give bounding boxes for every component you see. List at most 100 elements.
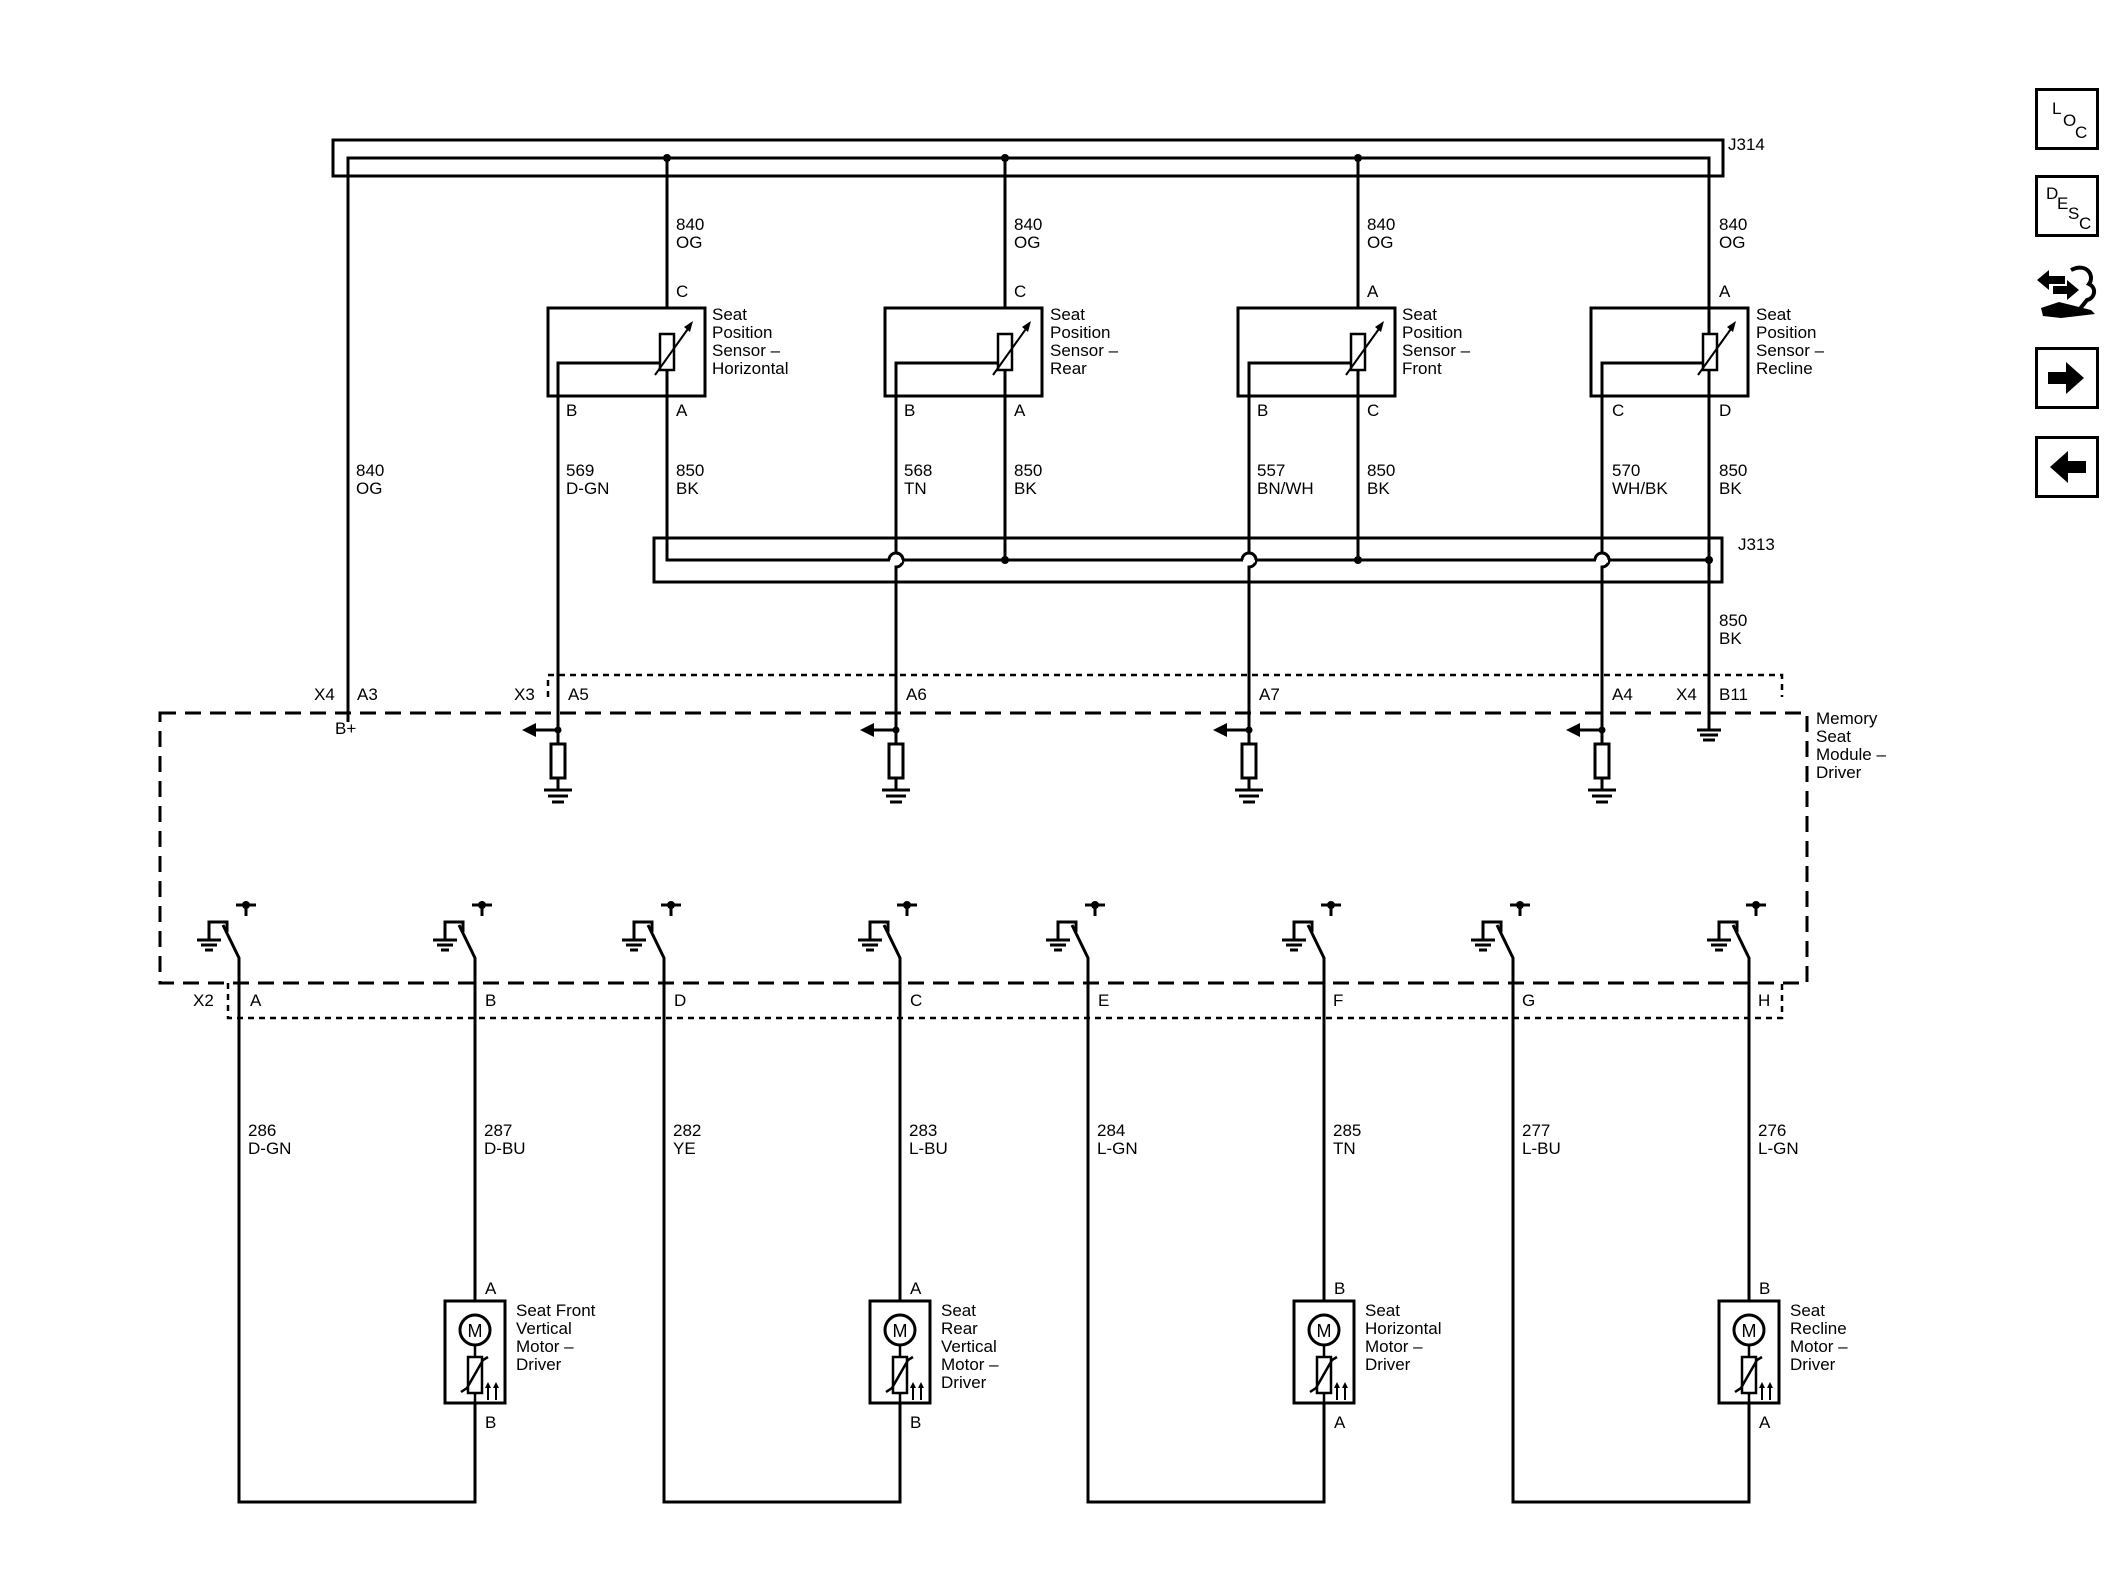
wire-color-label: L-BU [909, 1139, 948, 1158]
module-pin-label: B11 [1719, 685, 1748, 704]
sensor-name-line: Sensor – [1756, 341, 1825, 360]
sensor-name-line: Position [712, 323, 772, 342]
motor-name-line: Motor – [516, 1337, 574, 1356]
wire-number-label: 557 [1257, 461, 1285, 480]
motor-pin-label: A [1759, 1413, 1771, 1432]
relay-switch [1471, 901, 1530, 975]
module-pin-label: H [1758, 991, 1770, 1010]
relay-switch [1707, 901, 1766, 975]
motor-pin-label: B [1759, 1279, 1770, 1298]
motor-name-line: Motor – [1365, 1337, 1423, 1356]
motor-symbol-label: M [468, 1321, 483, 1341]
sensor-pin-label: C [1367, 401, 1379, 420]
wire-840-label: 840 [356, 461, 384, 480]
motor-symbol-label: M [1317, 1321, 1332, 1341]
wire-number-label: 282 [673, 1121, 701, 1140]
module-pin-label: E [1098, 991, 1109, 1010]
wire-og-label: OG [356, 479, 382, 498]
seat-position-sensor-front: A B C Seat Position Sensor – Front [1236, 282, 1471, 560]
motor-wire-loops [237, 975, 1751, 1504]
sensor-pin-label: C [1612, 401, 1624, 420]
sensor-pin-label: C [676, 282, 688, 301]
wire-color-label: WH/BK [1612, 479, 1668, 498]
wire-color-label: BK [1014, 479, 1037, 498]
module-pin-label: A4 [1612, 685, 1633, 704]
b-plus-label: B+ [335, 719, 356, 738]
motor-name-line: Vertical [941, 1337, 997, 1356]
loc-letter: L [2052, 99, 2062, 118]
sensor-name-line: Seat [712, 305, 747, 324]
relay-switch [1282, 901, 1341, 975]
seat-motor: M [868, 1299, 932, 1405]
seat-motor: M [1292, 1299, 1356, 1405]
j313-label: J313 [1738, 535, 1775, 554]
sensor-pin-label: A [676, 401, 688, 420]
module-pin-label: D [674, 991, 686, 1010]
motor-pin-label: A [1334, 1413, 1346, 1432]
wire-number-label: 276 [1758, 1121, 1786, 1140]
wire-color-label: BN/WH [1257, 479, 1314, 498]
sensor-name-line: Sensor – [1050, 341, 1119, 360]
j313-splice-dots [1001, 556, 1713, 564]
next-page-button[interactable] [2035, 347, 2099, 409]
wire-color-label: TN [1333, 1139, 1356, 1158]
motor-name-line: Seat [941, 1301, 976, 1320]
wire-og-label: OG [1367, 233, 1393, 252]
description-button[interactable]: D E S C [2035, 175, 2099, 237]
wire-number-label: 570 [1612, 461, 1640, 480]
module-name-line: Driver [1816, 763, 1862, 782]
previous-page-button[interactable] [2035, 436, 2099, 498]
j314-wires [665, 158, 1360, 307]
wire-number-label: 284 [1097, 1121, 1125, 1140]
loc-letter: O [2063, 111, 2077, 130]
sensor-name-line: Horizontal [712, 359, 789, 378]
arrow-left-icon [2050, 451, 2086, 483]
wire-840-label: 840 [1719, 215, 1747, 234]
sensor-name-line: Position [1756, 323, 1816, 342]
module-name-line: Memory [1816, 709, 1878, 728]
sensor-name-line: Seat [1756, 305, 1791, 324]
wire-og-label: OG [1014, 233, 1040, 252]
wire-color-label: L-BU [1522, 1139, 1561, 1158]
module-relay-switches [197, 901, 1766, 975]
wire-number-label: 850 [1367, 461, 1395, 480]
location-button[interactable]: L O C [2035, 88, 2099, 150]
arrow-right-icon [2048, 362, 2084, 394]
wire-color-label: TN [904, 479, 927, 498]
wire-color-label: BK [1719, 479, 1742, 498]
wiring-link-button[interactable] [2035, 258, 2105, 328]
desc-letter: S [2068, 204, 2080, 223]
connector-label: X4 [314, 685, 335, 704]
wire-color-label: BK [1719, 629, 1742, 648]
motor-name-line: Seat [1790, 1301, 1825, 1320]
motor-name-line: Driver [941, 1373, 987, 1392]
wire-color-label: BK [676, 479, 699, 498]
motor-name-line: Motor – [941, 1355, 999, 1374]
loc-letter: C [2075, 123, 2088, 142]
desc-letter: C [2079, 214, 2092, 233]
motor-name-line: Recline [1790, 1319, 1847, 1338]
motor-pin-label: B [910, 1413, 921, 1432]
motor-pin-label: B [1334, 1279, 1345, 1298]
seat-motor: M [1717, 1299, 1781, 1405]
wire-number-label: 850 [1719, 611, 1747, 630]
module-pin-label: A7 [1259, 685, 1280, 704]
wire-color-label: L-GN [1097, 1139, 1138, 1158]
motor-name-line: Driver [516, 1355, 562, 1374]
sensor-pin-label: B [904, 401, 915, 420]
wire-840-label: 840 [1014, 215, 1042, 234]
module-name-line: Seat [1816, 727, 1851, 746]
desc-letter: E [2057, 194, 2069, 213]
module-pin-label: A3 [357, 685, 378, 704]
memory-seat-module-driver [158, 673, 1809, 1020]
sensor-pin-label: A [1367, 282, 1379, 301]
sensor-name-line: Seat [1402, 305, 1437, 324]
sensor-pin-label: C [1014, 282, 1026, 301]
module-sensor-inputs [346, 715, 1721, 804]
module-pin-label: A5 [568, 685, 589, 704]
sensor-pin-label: D [1719, 401, 1731, 420]
wire-color-label: D-GN [566, 479, 609, 498]
wire-color-label: YE [673, 1139, 696, 1158]
wire-number-label: 569 [566, 461, 594, 480]
